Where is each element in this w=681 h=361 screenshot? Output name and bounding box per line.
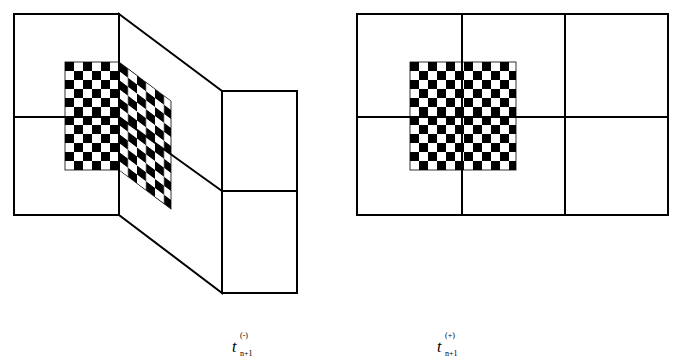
regular-mesh (357, 14, 668, 215)
time-symbol: t (437, 339, 441, 355)
subscript: n+1 (240, 350, 253, 358)
superscript: (-) (240, 332, 248, 340)
deformed-mesh (14, 14, 297, 293)
superscript: (+) (445, 332, 455, 340)
subscript: n+1 (445, 350, 458, 358)
time-symbol: t (232, 339, 236, 355)
